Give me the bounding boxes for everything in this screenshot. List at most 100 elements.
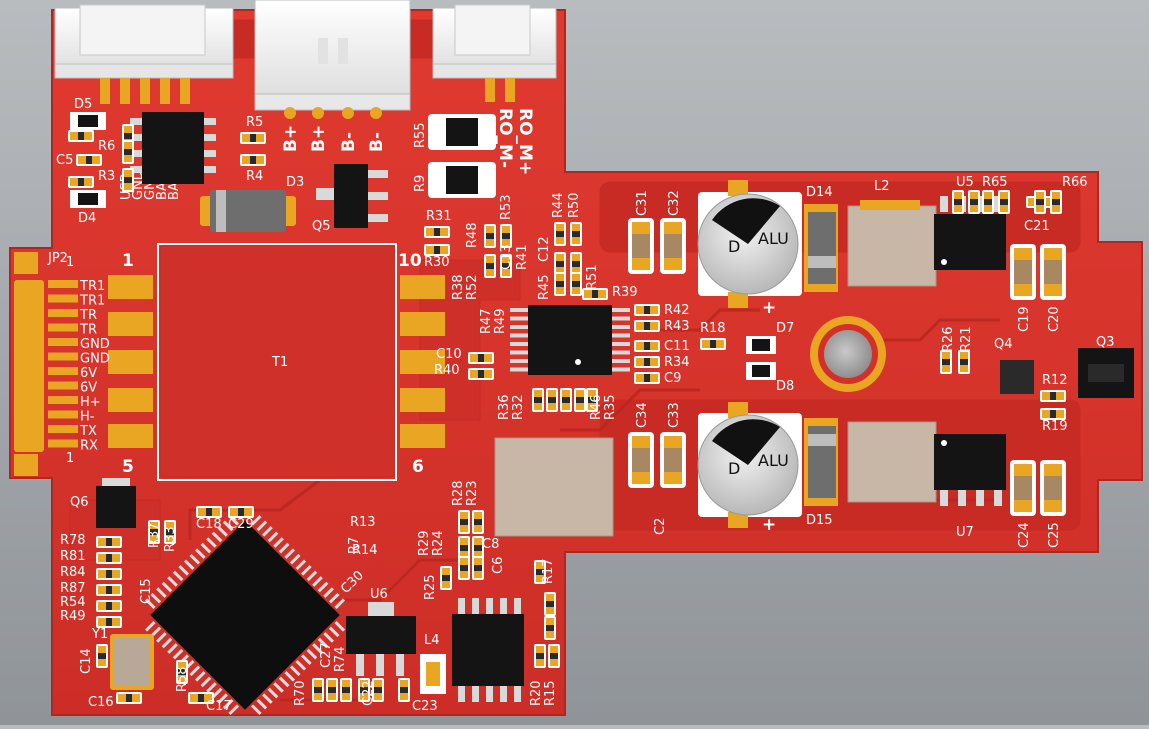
jp2-pin-label: TX bbox=[79, 424, 97, 439]
label-r70: R70 bbox=[293, 680, 308, 706]
label-r46: R46 bbox=[589, 394, 604, 420]
label-r6: R6 bbox=[98, 139, 115, 154]
jp2-pad bbox=[48, 338, 78, 346]
label-r43: R43 bbox=[664, 319, 690, 334]
smd-body bbox=[556, 261, 564, 267]
mcu-pin bbox=[301, 565, 312, 576]
mcu-pin bbox=[178, 565, 189, 576]
inductor-mid bbox=[494, 437, 614, 537]
label-r9: R9 bbox=[413, 175, 428, 192]
mcu-pin bbox=[156, 587, 167, 598]
mosfet-q5 bbox=[316, 164, 388, 228]
mcu-pin bbox=[323, 632, 334, 643]
smd-body bbox=[942, 359, 950, 365]
label-c8: C8 bbox=[482, 537, 499, 552]
ic-pin bbox=[612, 316, 630, 321]
label-r29: R29 bbox=[417, 530, 432, 556]
mlcc-body bbox=[632, 448, 650, 472]
mcu-pin bbox=[161, 581, 173, 593]
mcu-pin bbox=[167, 643, 178, 654]
ic-pin bbox=[510, 359, 528, 363]
jp2-pad bbox=[48, 352, 78, 361]
smd-body bbox=[250, 156, 256, 164]
label-r7: R7 bbox=[347, 537, 362, 554]
ic-pin bbox=[510, 342, 528, 346]
label-d8: D8 bbox=[776, 379, 794, 394]
motor-connector bbox=[432, 4, 557, 102]
smd-body bbox=[486, 263, 494, 269]
label-r78: R78 bbox=[60, 533, 86, 548]
smd-body bbox=[984, 199, 992, 205]
t1-pin-6: 6 bbox=[412, 457, 424, 477]
ic-tssop-bottom bbox=[452, 598, 524, 702]
label-c19: C19 bbox=[1017, 306, 1032, 332]
smd-body bbox=[106, 586, 112, 594]
mcu-pin bbox=[217, 693, 228, 704]
jp2-pad bbox=[48, 367, 78, 375]
smd-body bbox=[546, 601, 554, 607]
label-c24: C24 bbox=[1017, 522, 1032, 548]
ic-pin bbox=[510, 325, 528, 329]
mcu-pin bbox=[334, 598, 346, 609]
label-r21: R21 bbox=[959, 326, 974, 352]
label-c27: C27 bbox=[319, 642, 334, 668]
smd-body bbox=[78, 178, 84, 186]
label-r39: R39 bbox=[612, 285, 638, 300]
label-r34: R34 bbox=[664, 355, 690, 370]
inductor-l4 bbox=[420, 654, 446, 694]
mlcc-capacitors bbox=[628, 218, 1066, 516]
smd-body bbox=[442, 575, 450, 581]
smd-body bbox=[960, 359, 968, 365]
label-l2: L2 bbox=[874, 179, 890, 194]
label-r45: R45 bbox=[537, 274, 552, 300]
label-r40: R40 bbox=[434, 363, 460, 378]
mcu-pin bbox=[295, 659, 307, 671]
pin-label-ro-m-plus: RO_M+ bbox=[515, 108, 535, 175]
label-d15: D15 bbox=[806, 513, 833, 528]
jp2-pad bbox=[48, 396, 78, 404]
label-q3: Q3 bbox=[1096, 335, 1115, 350]
label-r81: R81 bbox=[60, 549, 86, 564]
smd-body bbox=[1052, 199, 1060, 205]
label-c32: C32 bbox=[667, 190, 682, 216]
mcu-pin bbox=[256, 520, 268, 532]
jp2-pad bbox=[48, 309, 78, 317]
smd-body bbox=[124, 133, 132, 139]
resistor-r55 bbox=[428, 114, 496, 150]
label-r28: R28 bbox=[451, 480, 466, 506]
label-r13: R13 bbox=[350, 515, 376, 530]
mlcc-body bbox=[664, 234, 682, 258]
label-c29: C29 bbox=[228, 517, 254, 532]
smd-body bbox=[124, 149, 132, 155]
smd-body bbox=[1000, 199, 1008, 205]
ic-pin bbox=[510, 316, 528, 321]
smd-passives bbox=[68, 124, 1066, 704]
cap-bottom-marking-1: ALU bbox=[758, 451, 789, 470]
mcu-pin bbox=[273, 537, 284, 548]
smd-body bbox=[644, 374, 650, 382]
pin-label-b4: B- bbox=[367, 132, 387, 152]
diode-d14 bbox=[804, 204, 838, 292]
ic-pin bbox=[612, 333, 630, 338]
ic-pin bbox=[612, 359, 630, 363]
label-c5: C5 bbox=[56, 153, 73, 168]
label-d4: D4 bbox=[78, 211, 96, 226]
mcu-pin bbox=[172, 570, 184, 582]
mcu-pin bbox=[211, 687, 223, 699]
pin-label-b1: B+ bbox=[281, 125, 301, 152]
smd-body bbox=[954, 199, 962, 205]
label-c10: C10 bbox=[436, 347, 462, 362]
mcu-pin bbox=[211, 531, 223, 543]
diode-d3 bbox=[200, 190, 296, 232]
label-c23: C23 bbox=[412, 699, 438, 714]
mcu-pin bbox=[295, 559, 307, 571]
smd-body bbox=[474, 565, 482, 571]
label-r17: R17 bbox=[541, 558, 556, 584]
mosfet-q6 bbox=[96, 478, 136, 528]
label-q6: Q6 bbox=[70, 495, 89, 510]
label-r55: R55 bbox=[413, 122, 428, 148]
label-r35: R35 bbox=[603, 394, 618, 420]
pin-label-ro-m-minus: RO_M- bbox=[495, 108, 515, 168]
mcu-qfp bbox=[144, 514, 346, 716]
label-c21: C21 bbox=[1024, 219, 1050, 234]
